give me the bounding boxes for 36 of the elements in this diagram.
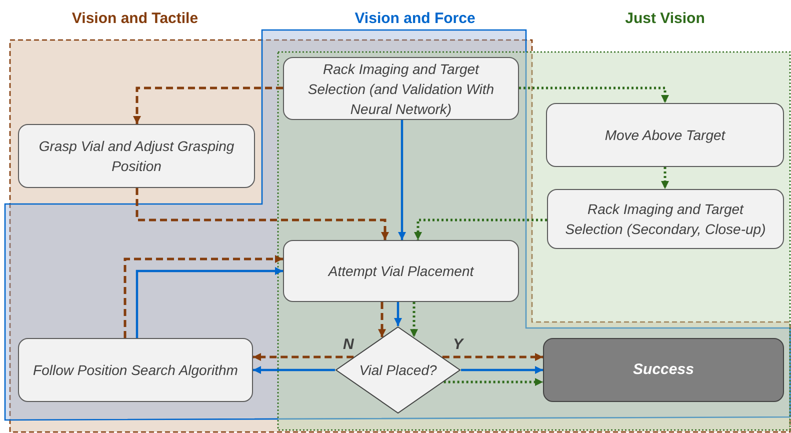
terminal-box <box>543 338 784 402</box>
arrow <box>398 120 406 240</box>
arrow <box>124 255 283 338</box>
node-text: Move Above Target <box>604 126 726 145</box>
arrow <box>133 86 283 124</box>
arrow <box>661 167 669 189</box>
arrow <box>461 366 543 374</box>
node-text: Attempt Vial Placement <box>328 262 474 281</box>
process-box <box>283 57 519 120</box>
region-heading: Just Vision <box>625 9 705 29</box>
node-text: Rack Imaging and Target Selection (Secondary, Close-up) <box>564 200 767 239</box>
node-text: Rack Imaging and Target Selection (and Validation With Neural Network) <box>306 60 496 118</box>
arrow <box>253 353 354 361</box>
node-text: Success <box>633 360 694 380</box>
node-text: Follow Position Search Algorithm <box>33 361 238 380</box>
region-heading: Vision and Force <box>354 9 476 29</box>
arrow <box>519 86 669 103</box>
arrow <box>378 302 386 338</box>
process-box <box>18 124 255 188</box>
arrow <box>136 188 389 240</box>
arrow <box>414 218 547 240</box>
arrow <box>136 267 283 338</box>
process-box <box>283 240 519 302</box>
process-box <box>546 103 784 167</box>
arrow <box>444 378 543 386</box>
arrow <box>394 302 402 326</box>
process-box <box>18 338 253 402</box>
region-heading: Vision and Tactile <box>72 9 198 29</box>
edge-label: Y <box>453 335 464 355</box>
arrow <box>410 302 418 338</box>
node-text: Vial Placed? <box>359 361 437 380</box>
node-text: Grasp Vial and Adjust Grasping Position <box>38 137 236 176</box>
edge-label: N <box>343 335 354 355</box>
arrow <box>442 353 543 361</box>
arrow <box>253 366 335 374</box>
process-box <box>547 189 784 249</box>
